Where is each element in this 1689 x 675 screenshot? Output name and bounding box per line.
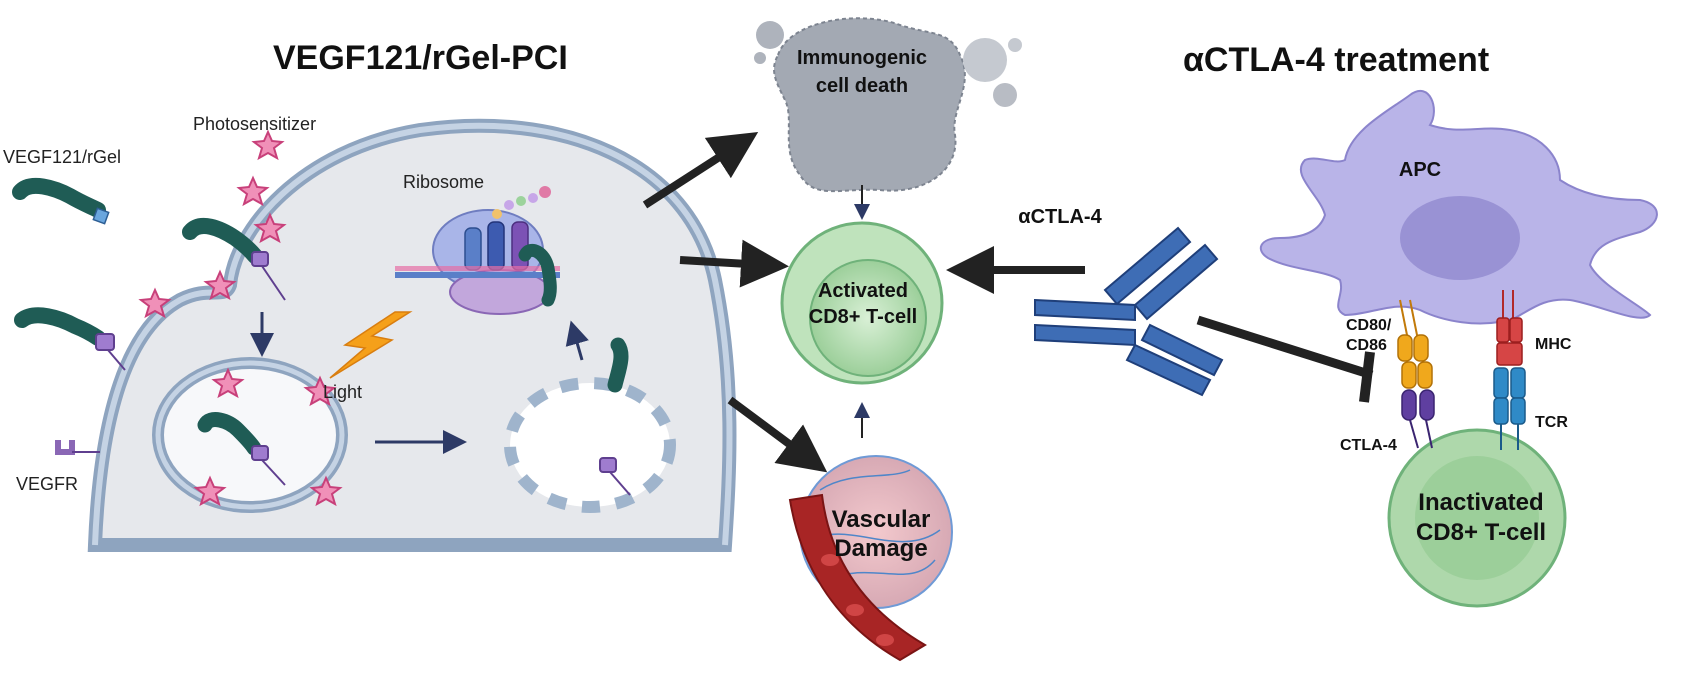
toxin-in-endosome [197,412,286,486]
star-icon [236,175,270,207]
star-icon [303,375,337,407]
title-right: αCTLA-4 treatment [1183,41,1489,79]
mhc-molecule [1496,290,1523,366]
actla4-antibody [1034,226,1224,397]
star-icon [309,475,343,507]
receptor-in-ruptured-endosome [599,457,631,496]
star-icon [253,212,287,244]
label-actla4: αCTLA-4 [1018,206,1102,228]
label-vegf-rgel: VEGF121/rGel [3,147,121,167]
tcr-molecule [1493,367,1526,450]
label-cd86: CD86 [1346,337,1387,354]
cd80-cd86-molecule [1397,299,1433,389]
label-apc: APC [1399,159,1441,181]
star-icon [211,367,245,399]
ribosome [395,186,560,315]
vegf-rgel-bound [182,218,286,301]
label-vascular-line2: Damage [834,535,927,562]
label-cd80: CD80/ [1346,317,1392,334]
activated-cd8-tcell [780,221,944,385]
label-icd-line2: cell death [816,75,908,97]
star-icon [203,269,237,301]
vegf-rgel-toxin-free [12,177,110,225]
internal-arrows [250,312,589,454]
main-arrows [642,131,1085,473]
vegf-rgel-receptor-complex [14,307,126,371]
star-icon [193,475,227,507]
vegfr-receptor [55,440,100,455]
label-light: Light [323,382,362,402]
label-ctla4: CTLA-4 [1340,437,1397,454]
star-icon [251,129,285,161]
label-vascular-line1: Vascular [832,506,931,533]
label-activated-line2: CD8+ T-cell [809,306,917,328]
arrow-to-icd [642,131,759,209]
ruptured-endosome [504,377,676,513]
released-toxin [607,337,629,393]
arrow-to-activated [679,239,789,288]
label-icd-line1: Immunogenic [797,47,927,69]
ctla4-molecule [1401,389,1435,449]
apc-cell [1259,90,1658,325]
vascular-damage [788,455,953,662]
title-left: VEGF121/rGel-PCI [273,39,568,77]
label-inactivated-line2: CD8+ T-cell [1416,519,1546,546]
immunogenic-cell-death [754,17,1022,193]
label-tcr: TCR [1535,414,1568,431]
label-ribosome: Ribosome [403,172,484,192]
label-photosensitizer: Photosensitizer [193,114,316,134]
inhibition-symbol [1196,315,1375,403]
label-mhc: MHC [1535,336,1572,353]
photosensitizer-stars [138,129,343,507]
inactivated-cd8-tcell [1387,428,1567,608]
arrow-up-to-ribosome [565,320,589,361]
arrow-to-vascular [727,396,828,473]
label-inactivated-line1: Inactivated [1418,489,1543,516]
label-activated-line1: Activated [818,280,908,302]
lightning-icon [329,311,413,379]
star-icon [138,287,172,319]
label-vegfr: VEGFR [16,474,78,494]
